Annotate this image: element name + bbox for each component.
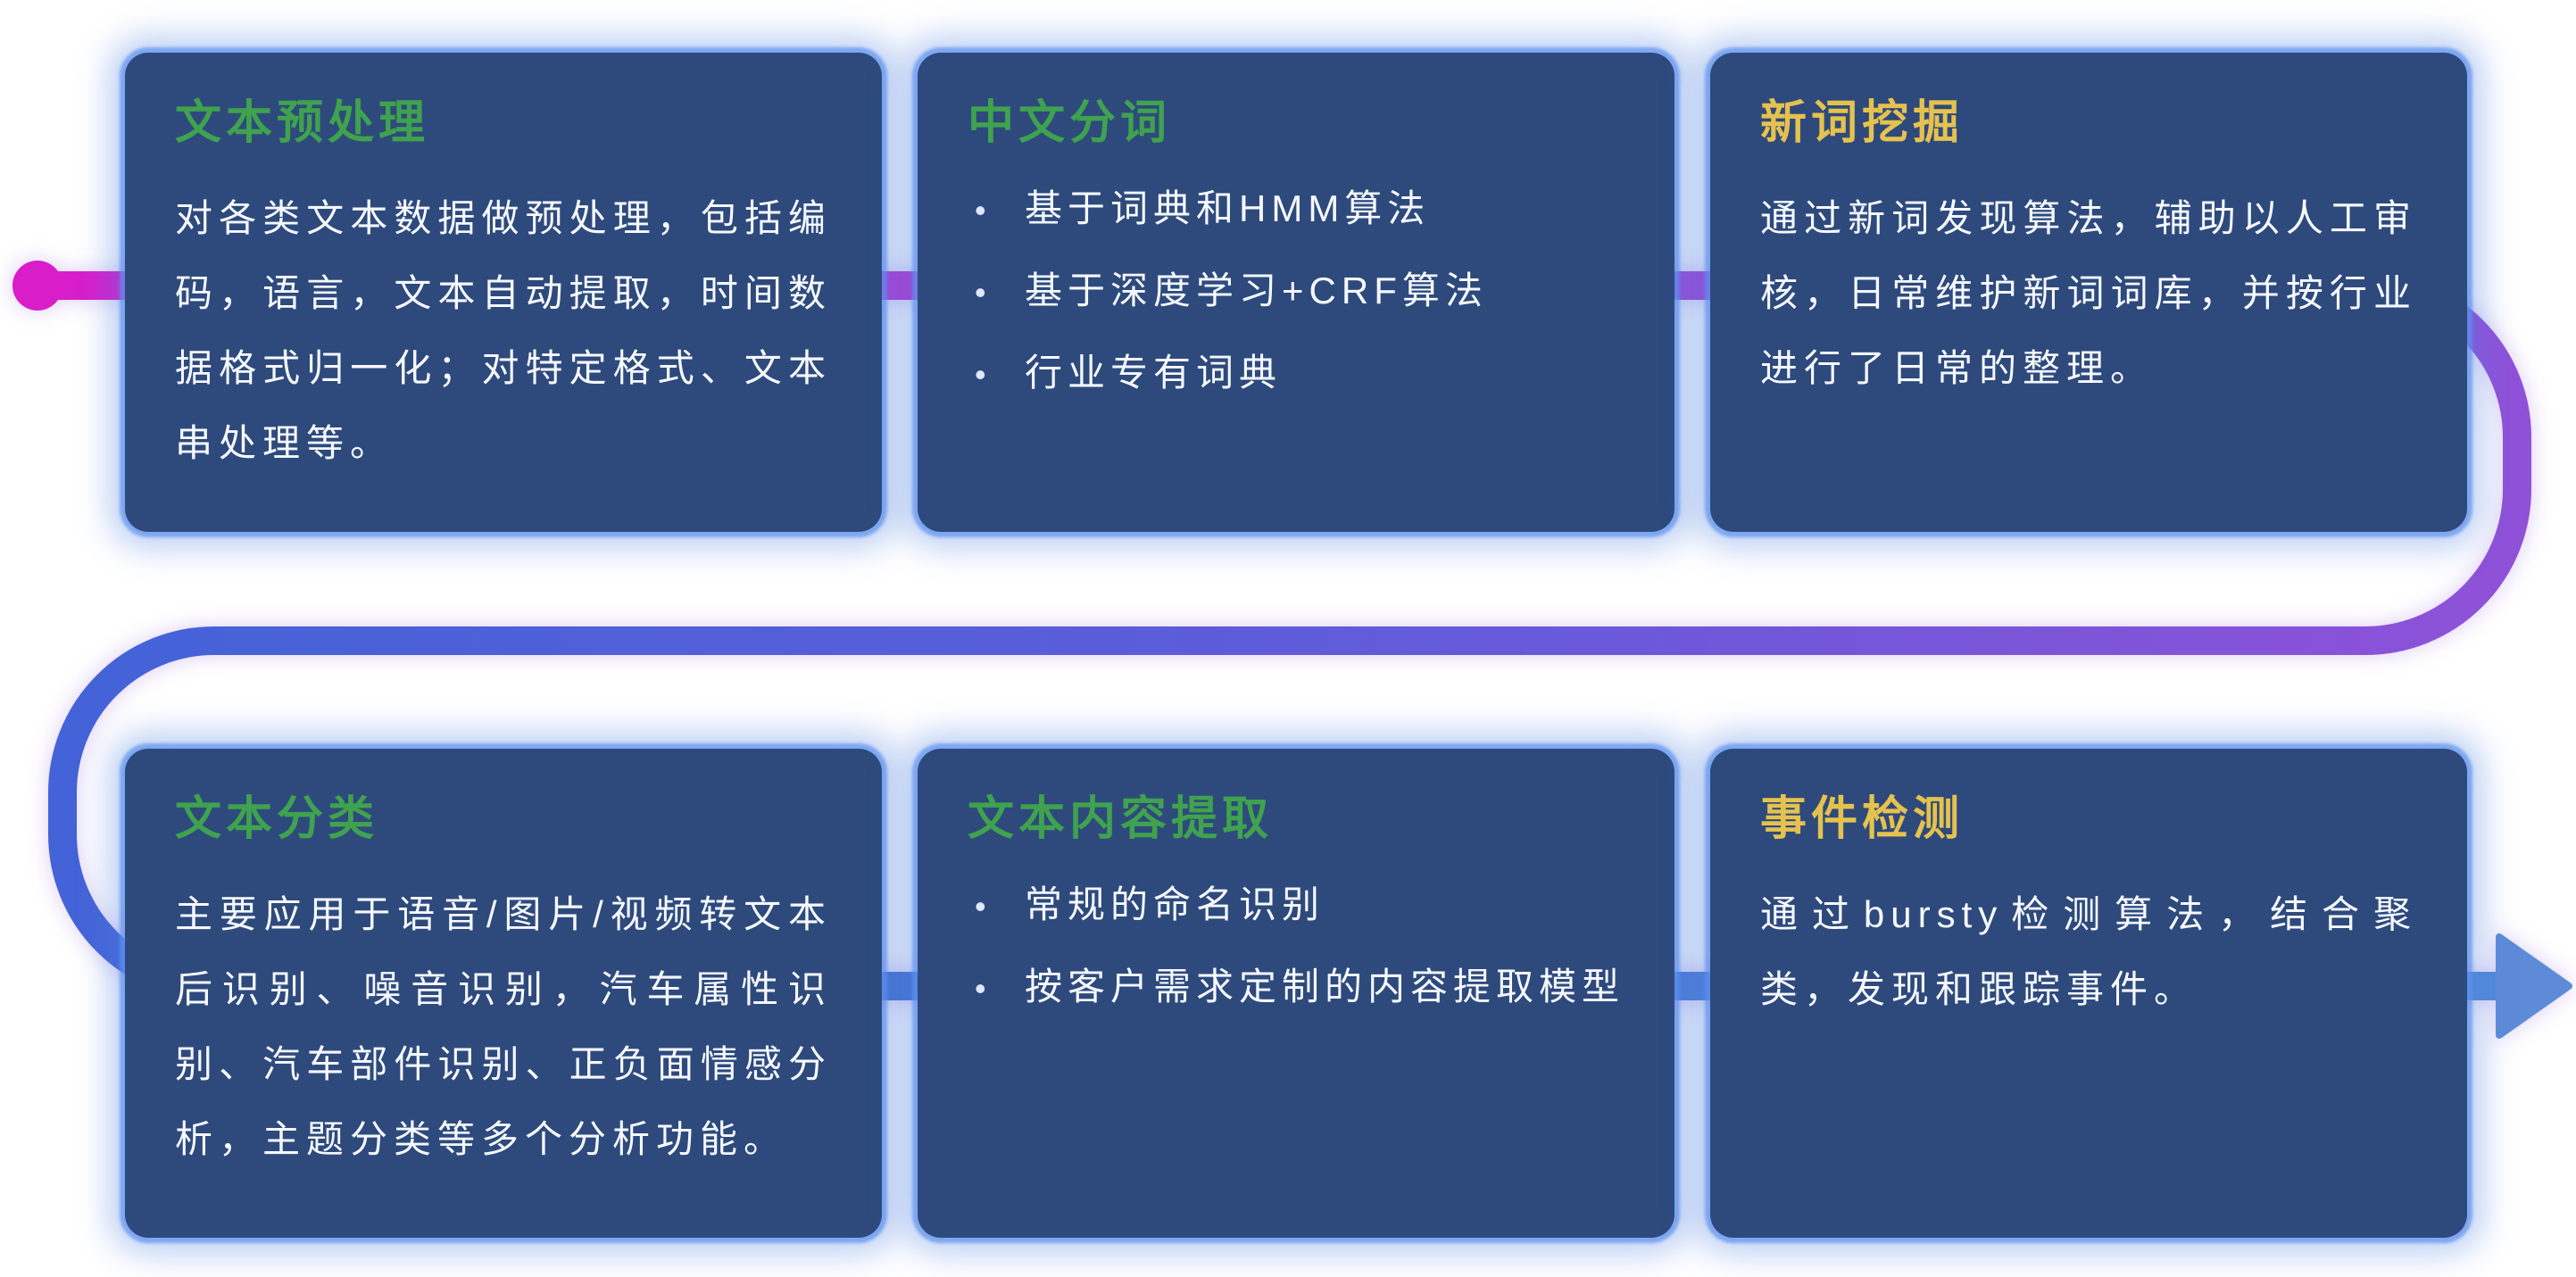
card-title: 中文分词 bbox=[968, 97, 1172, 149]
card-title: 文本预处理 bbox=[175, 97, 430, 149]
bullet-icon: • bbox=[975, 356, 992, 394]
card-title: 文本内容提取 bbox=[968, 793, 1274, 845]
flow-start-dot bbox=[12, 261, 62, 311]
card-title: 新词挖掘 bbox=[1760, 97, 1965, 149]
bullet-text: 行业专有词典 bbox=[1025, 352, 1283, 394]
bullet-item: • 按客户需求定制的内容提取模型 bbox=[968, 959, 1625, 1016]
bullet-list: • 基于词典和HMM算法 • 基于深度学习+CRF算法 • 行业专有词典 bbox=[968, 181, 1625, 402]
bullet-icon: • bbox=[975, 888, 992, 925]
bullet-icon: • bbox=[975, 970, 992, 1008]
card-text-classification: 文本分类 主要应用于语音/图片/视频转文本后识别、噪音识别，汽车属性识别、汽车部… bbox=[125, 749, 882, 1238]
card-body: 通过新词发现算法，辅助以人工审核，日常维护新词词库，并按行业进行了日常的整理。 bbox=[1760, 197, 2417, 390]
bullet-icon: • bbox=[975, 274, 992, 311]
bullet-text: 按客户需求定制的内容提取模型 bbox=[1025, 966, 1625, 1008]
bullet-item: • 基于词典和HMM算法 bbox=[968, 181, 1625, 238]
bullet-text: 基于词典和HMM算法 bbox=[1025, 187, 1431, 230]
card-text-content-extraction: 文本内容提取 • 常规的命名识别 • 按客户需求定制的内容提取模型 bbox=[918, 749, 1674, 1238]
card-chinese-word-segmentation: 中文分词 • 基于词典和HMM算法 • 基于深度学习+CRF算法 • 行业专有词… bbox=[918, 53, 1674, 532]
bullet-icon: • bbox=[975, 192, 992, 229]
bullet-text: 常规的命名识别 bbox=[1025, 883, 1325, 926]
flow-segment-middle bbox=[48, 488, 2531, 834]
card-body: 对各类文本数据做预处理，包括编码，语言，文本自动提取，时间数据格式归一化；对特定… bbox=[175, 197, 832, 465]
card-text-preprocessing: 文本预处理 对各类文本数据做预处理，包括编码，语言，文本自动提取，时间数据格式归… bbox=[125, 53, 882, 532]
bullet-item: • 行业专有词典 bbox=[968, 345, 1625, 402]
card-body: 主要应用于语音/图片/视频转文本后识别、噪音识别，汽车属性识别、汽车部件识别、正… bbox=[175, 893, 832, 1161]
card-new-word-mining: 新词挖掘 通过新词发现算法，辅助以人工审核，日常维护新词词库，并按行业进行了日常… bbox=[1710, 53, 2467, 532]
flow-end-arrow-icon bbox=[2496, 933, 2572, 1039]
card-title: 文本分类 bbox=[175, 793, 379, 845]
card-body: 通过bursty检测算法，结合聚类，发现和跟踪事件。 bbox=[1760, 893, 2417, 1011]
bullet-list: • 常规的命名识别 • 按客户需求定制的内容提取模型 bbox=[968, 877, 1625, 1016]
bullet-item: • 常规的命名识别 bbox=[968, 877, 1625, 934]
bullet-item: • 基于深度学习+CRF算法 bbox=[968, 263, 1625, 320]
card-event-detection: 事件检测 通过bursty检测算法，结合聚类，发现和跟踪事件。 bbox=[1710, 749, 2467, 1238]
bullet-text: 基于深度学习+CRF算法 bbox=[1025, 269, 1488, 312]
card-title: 事件检测 bbox=[1760, 793, 1965, 845]
